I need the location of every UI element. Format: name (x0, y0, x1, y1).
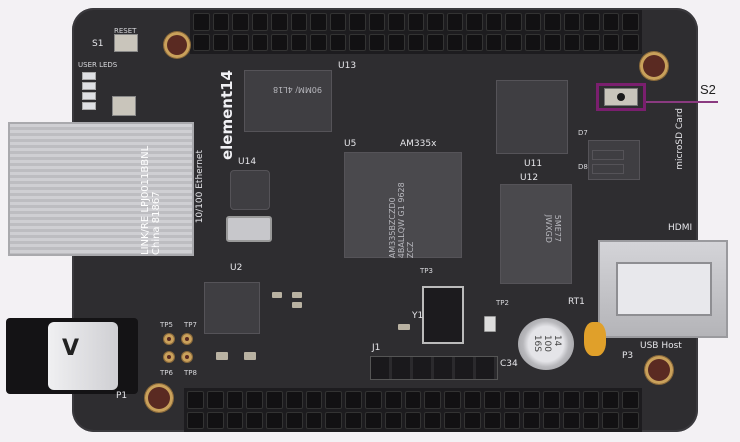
smd-component-3 (272, 292, 282, 298)
rt1-fuse (584, 322, 606, 356)
tp7-label: TP7 (184, 321, 197, 329)
u12-label: U12 (520, 173, 539, 183)
boot-button (112, 96, 136, 116)
u2-pmic-chip (204, 282, 260, 334)
u12-emmc-chip (500, 184, 572, 284)
ddr-memory-chip (244, 70, 332, 132)
ethernet-jack (8, 122, 194, 256)
user-led-1 (82, 72, 96, 80)
smd-component-6 (398, 324, 410, 330)
smd-component-7 (484, 316, 496, 332)
ddr-memory-text: 90MM/ 4L18 (273, 84, 322, 94)
user-led-3 (82, 92, 96, 100)
c34-capacitor (518, 318, 574, 370)
bottom-pin-header (184, 388, 642, 432)
u14-label: U14 (238, 157, 257, 167)
mounting-hole-top-right (640, 52, 668, 80)
reset-button (114, 34, 138, 52)
s2-callout-line (646, 101, 718, 103)
ethernet-jack-label: LINK/RE LPJ0011BBNL China 81867 (140, 145, 162, 255)
c34-capacitor-text: 14 100 16S (532, 334, 562, 353)
usb-host-opening (616, 262, 712, 316)
am335x-label: AM335x (400, 139, 437, 149)
am335x-soc-text: AM335BZCZD0 4BALLQW G1 9628 ZCZ (387, 182, 415, 259)
u12-emmc-text: 5ME77 JWXGD (544, 214, 562, 243)
power-jack-mark: V (62, 336, 80, 361)
microsd-label: microSD Card (675, 108, 685, 170)
user-led-2 (82, 82, 96, 90)
tp2-label: TP2 (496, 299, 509, 307)
smd-component-4 (216, 352, 228, 360)
test-point-1 (164, 334, 174, 344)
c34-label: C34 (500, 359, 518, 369)
tp6-label: TP6 (160, 369, 173, 377)
mounting-hole-bottom-left (145, 384, 173, 412)
test-point-2 (182, 334, 192, 344)
u11-label: U11 (524, 159, 543, 169)
y1-crystal (422, 286, 464, 344)
d7-chip (592, 150, 624, 160)
d8-chip (592, 164, 624, 174)
smd-component-1 (292, 292, 302, 298)
hdmi-label: HDMI (668, 223, 693, 233)
u11-chip (496, 80, 568, 154)
u13-label: U13 (338, 61, 357, 71)
ethernet-crystal (226, 216, 272, 242)
power-jack-barrel (48, 322, 118, 390)
j1-serial-header (370, 356, 498, 380)
u2-label: U2 (230, 263, 243, 273)
p3-label: P3 (622, 351, 634, 361)
s2-callout-label: S2 (700, 82, 716, 97)
tp5-label: TP5 (160, 321, 173, 329)
user-led-4 (82, 102, 96, 110)
y1-label: Y1 (412, 311, 424, 321)
microsd-slot (588, 140, 640, 180)
usb-host-label: USB Host (640, 341, 682, 351)
d7-label: D7 (578, 129, 588, 137)
u5-label: U5 (344, 139, 357, 149)
tp8-label: TP8 (184, 369, 197, 377)
rt1-label: RT1 (568, 297, 585, 307)
element14-logo: element14 (218, 70, 236, 161)
s2-highlight-box (596, 83, 646, 111)
s1-label: S1 (92, 39, 104, 49)
s2-button-cap (617, 93, 625, 101)
tp3-label: TP3 (420, 267, 433, 275)
u14-chip (230, 170, 270, 210)
mounting-hole-top-left (164, 32, 190, 58)
test-point-4 (182, 352, 192, 362)
d8-label: D8 (578, 163, 588, 171)
smd-component-2 (292, 302, 302, 308)
am335x-soc-chip (344, 152, 462, 258)
ethernet-label: 10/100 Ethernet (195, 150, 205, 224)
test-point-3 (164, 352, 174, 362)
j1-label: J1 (372, 343, 381, 353)
smd-component-5 (244, 352, 256, 360)
user-leds-label: USER LEDS (78, 61, 118, 69)
top-pin-header (190, 10, 642, 54)
mounting-hole-bottom-right (645, 356, 673, 384)
reset-label: RESET (114, 27, 137, 35)
p1-label: P1 (116, 391, 128, 401)
